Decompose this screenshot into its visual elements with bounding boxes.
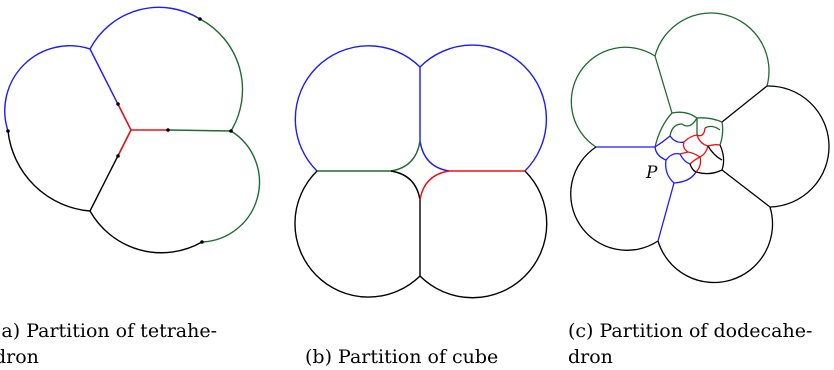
dodeca-outer-arc-black-right bbox=[766, 85, 830, 208]
dodeca-mid-blue-2 bbox=[654, 146, 667, 161]
cube-center-arc-blue bbox=[419, 140, 450, 172]
cube-center-arc-black bbox=[390, 170, 421, 201]
dodeca-red-core-8 bbox=[689, 156, 701, 165]
caption-b: (b) Partition of cube bbox=[305, 344, 498, 370]
dodeca-inner-green-4 bbox=[704, 125, 721, 131]
tetra-dot bbox=[6, 129, 10, 133]
tetra-outer-arc-blue-top bbox=[89, 6, 201, 50]
dodeca-spoke-blue-bottom bbox=[657, 182, 675, 242]
dodeca-point-label: P bbox=[645, 163, 658, 183]
tetra-outer-arc-black-bottom bbox=[89, 210, 203, 254]
dodeca-outer-arc-green-top bbox=[654, 12, 770, 87]
dodeca-spoke-black-right-bottom bbox=[721, 169, 771, 208]
dodeca-mid-green-2 bbox=[696, 117, 724, 146]
dodeca-outer-arc-black-left bbox=[570, 146, 659, 251]
dodeca-mid-blue-1 bbox=[665, 159, 697, 184]
tetra-red-edge-down bbox=[117, 129, 132, 157]
dodeca-inner-green-2 bbox=[681, 117, 698, 127]
tetra-outer-arc-blue bbox=[4, 45, 91, 132]
panel-a-tetrahedron bbox=[4, 6, 261, 254]
cube-outer-arc-blue-right bbox=[419, 44, 548, 172]
caption-c: (c) Partition of dodecahe- dron bbox=[568, 318, 812, 370]
panel-c-dodecahedron: P bbox=[570, 12, 830, 284]
cube-outer-arc-black-right bbox=[419, 170, 548, 299]
cube-center-arc-green bbox=[390, 140, 421, 172]
dodeca-inner-blue-4 bbox=[679, 153, 691, 165]
dodeca-red-core-2 bbox=[696, 134, 709, 147]
caption-a: (a) Partition of tetrahe- dron bbox=[0, 318, 217, 370]
dodeca-red-core-6 bbox=[695, 156, 702, 173]
cube-outer-arc-black-left bbox=[294, 170, 421, 298]
caption-c-line2: dron bbox=[568, 346, 613, 368]
caption-b-line1: (b) Partition of cube bbox=[305, 346, 499, 368]
dodeca-inner-green-1 bbox=[669, 123, 683, 137]
tetra-outer-arc-black-left bbox=[7, 130, 91, 212]
dodeca-red-core-3 bbox=[707, 144, 721, 147]
panel-b-cube bbox=[294, 44, 548, 299]
caption-c-line1: (c) Partition of dodecahe- bbox=[568, 320, 813, 342]
tetra-dot bbox=[166, 128, 170, 132]
dodeca-inner-black-1 bbox=[707, 145, 723, 161]
dodeca-red-core-5 bbox=[682, 141, 701, 158]
caption-a-line2: dron bbox=[0, 346, 39, 368]
dodeca-inner-blue-2 bbox=[669, 135, 685, 144]
tetra-dot bbox=[116, 154, 120, 158]
dodeca-mid-green-1 bbox=[654, 111, 698, 148]
dodeca-inner-black-2 bbox=[689, 163, 697, 173]
dodeca-spoke-black-right-top bbox=[721, 85, 768, 123]
dodeca-outer-arc-black-bottom-right bbox=[657, 206, 774, 284]
tetra-outer-arc-green-lower bbox=[201, 130, 261, 243]
tetra-dot bbox=[200, 240, 204, 244]
dodeca-red-core-7 bbox=[679, 151, 689, 155]
tetra-dot bbox=[229, 129, 233, 133]
cube-outer-arc-blue-left bbox=[294, 45, 421, 172]
tetra-red-edge-up bbox=[117, 103, 132, 131]
tetra-edge-green bbox=[167, 129, 232, 132]
tetra-vertex-dots bbox=[6, 17, 233, 244]
tetra-outer-arc-green bbox=[199, 18, 244, 132]
tetra-dot bbox=[198, 17, 202, 21]
dodeca-inner-blue-1 bbox=[654, 135, 671, 148]
dodeca-inner-blue-3 bbox=[665, 152, 681, 161]
tetra-dot bbox=[116, 102, 120, 106]
cube-center-arc-red bbox=[419, 170, 450, 201]
dodeca-red-core-4 bbox=[699, 145, 709, 158]
dodeca-mid-black-1 bbox=[695, 144, 725, 175]
dodeca-red-core-1 bbox=[683, 127, 706, 143]
dodeca-outer-arc-green-left bbox=[570, 46, 656, 148]
dodeca-spoke-green-top bbox=[654, 55, 673, 114]
caption-a-line1: (a) Partition of tetrahe- bbox=[0, 320, 218, 342]
